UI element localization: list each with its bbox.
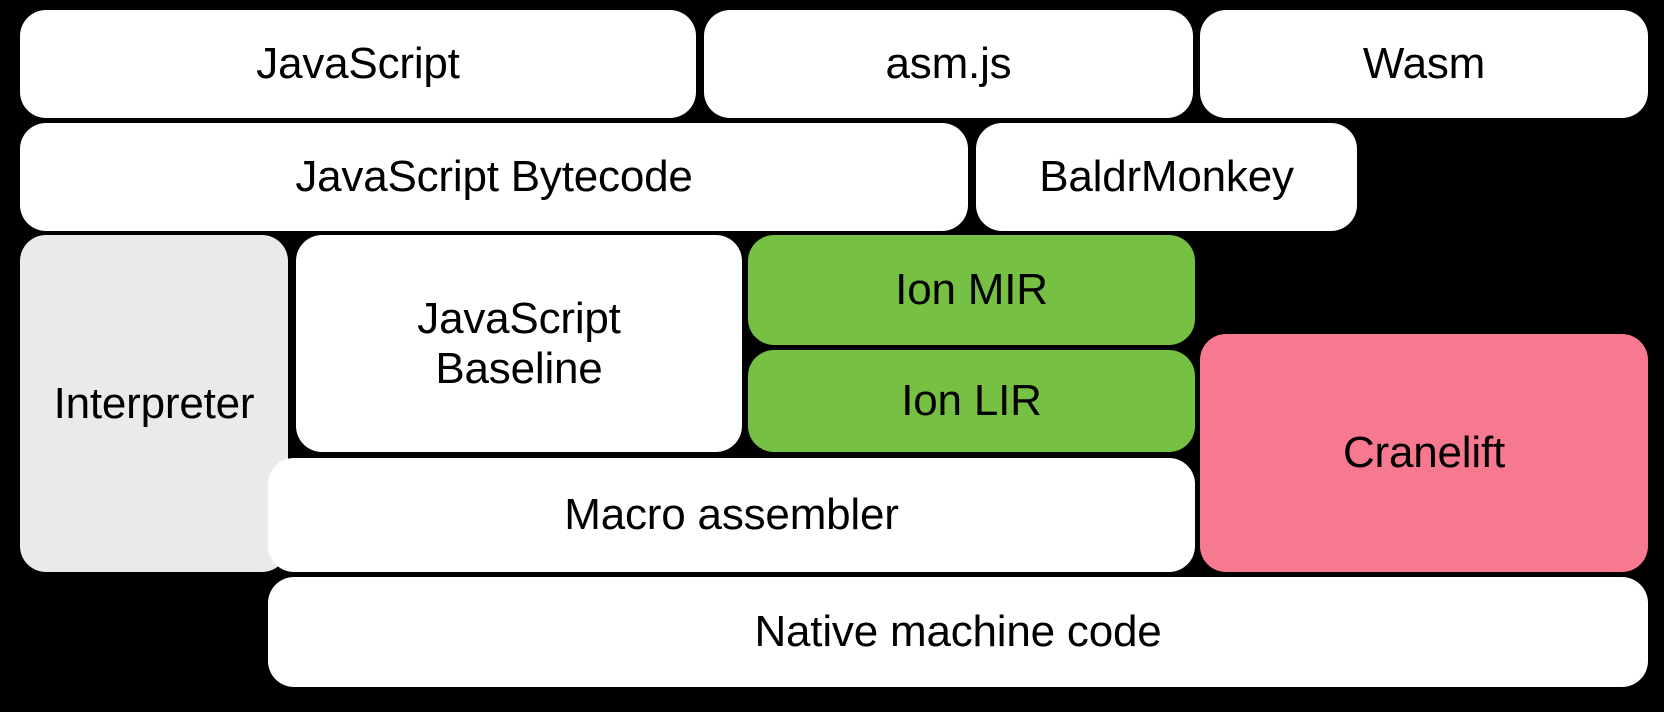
node-baldrmonkey: BaldrMonkey	[976, 123, 1357, 231]
node-native-machine-code: Native machine code	[268, 577, 1648, 687]
node-wasm: Wasm	[1200, 10, 1648, 118]
node-javascript-baseline: JavaScript Baseline	[296, 235, 742, 452]
node-interpreter: Interpreter	[20, 235, 288, 572]
node-javascript: JavaScript	[20, 10, 696, 118]
node-ion-mir: Ion MIR	[748, 235, 1195, 345]
node-ion-lir: Ion LIR	[748, 350, 1195, 452]
node-macro-assembler: Macro assembler	[268, 458, 1195, 572]
node-cranelift: Cranelift	[1200, 334, 1648, 572]
node-asm-js: asm.js	[704, 10, 1193, 118]
node-javascript-bytecode: JavaScript Bytecode	[20, 123, 968, 231]
